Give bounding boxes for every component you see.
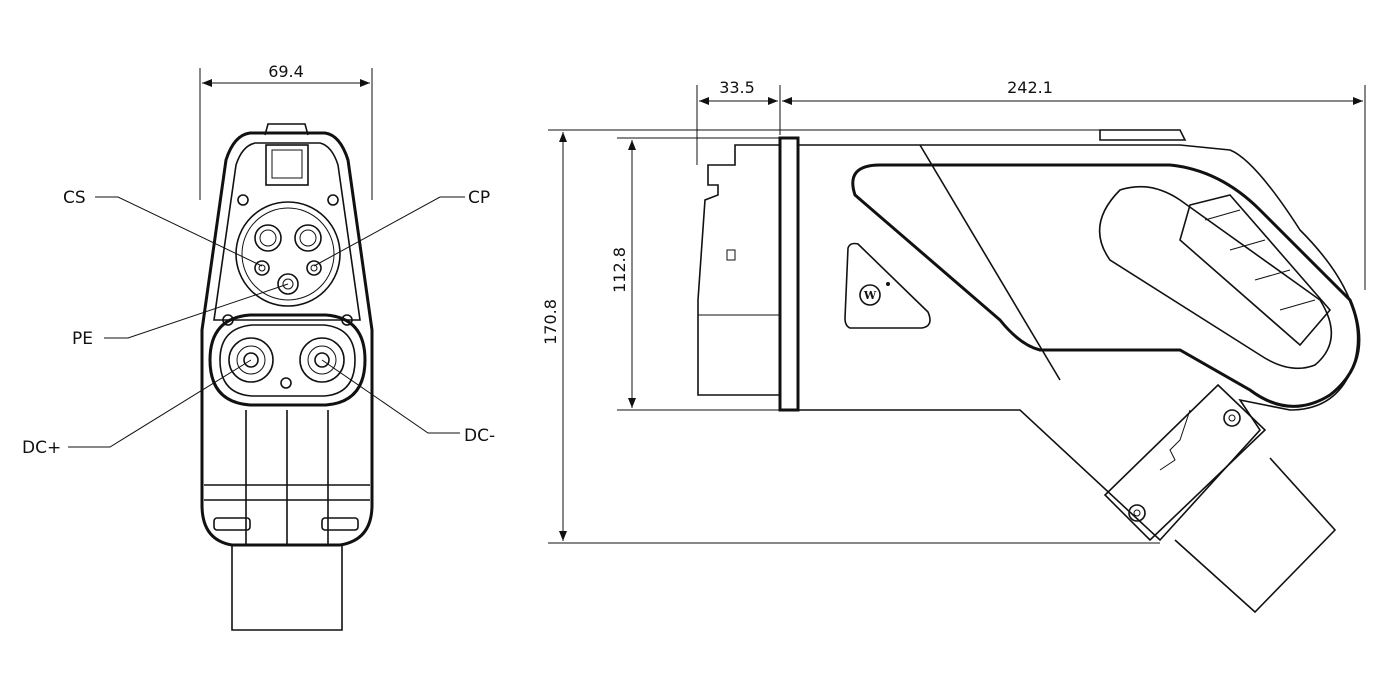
body-length-value: 242.1 [1007,78,1053,97]
svg-text:W: W [863,289,877,302]
overall-height-value: 170.8 [541,299,560,345]
label-cp: CP [468,188,490,208]
label-pe: PE [72,329,93,349]
front-view: 69.4 [22,62,495,631]
side-view: 33.5 242.1 170.8 112.8 W [541,78,1366,614]
head-height-value: 112.8 [610,247,629,293]
front-width-value: 69.4 [268,62,304,81]
front-body-outline [200,131,374,547]
front-width-dimension: 69.4 [199,62,373,200]
label-cs: CS [63,188,86,208]
logo-badge [844,242,931,329]
label-dc-plus: DC+ [22,438,61,458]
label-dc-minus: DC- [464,426,495,446]
latch-length-value: 33.5 [719,78,755,97]
logo-mark [859,284,881,306]
